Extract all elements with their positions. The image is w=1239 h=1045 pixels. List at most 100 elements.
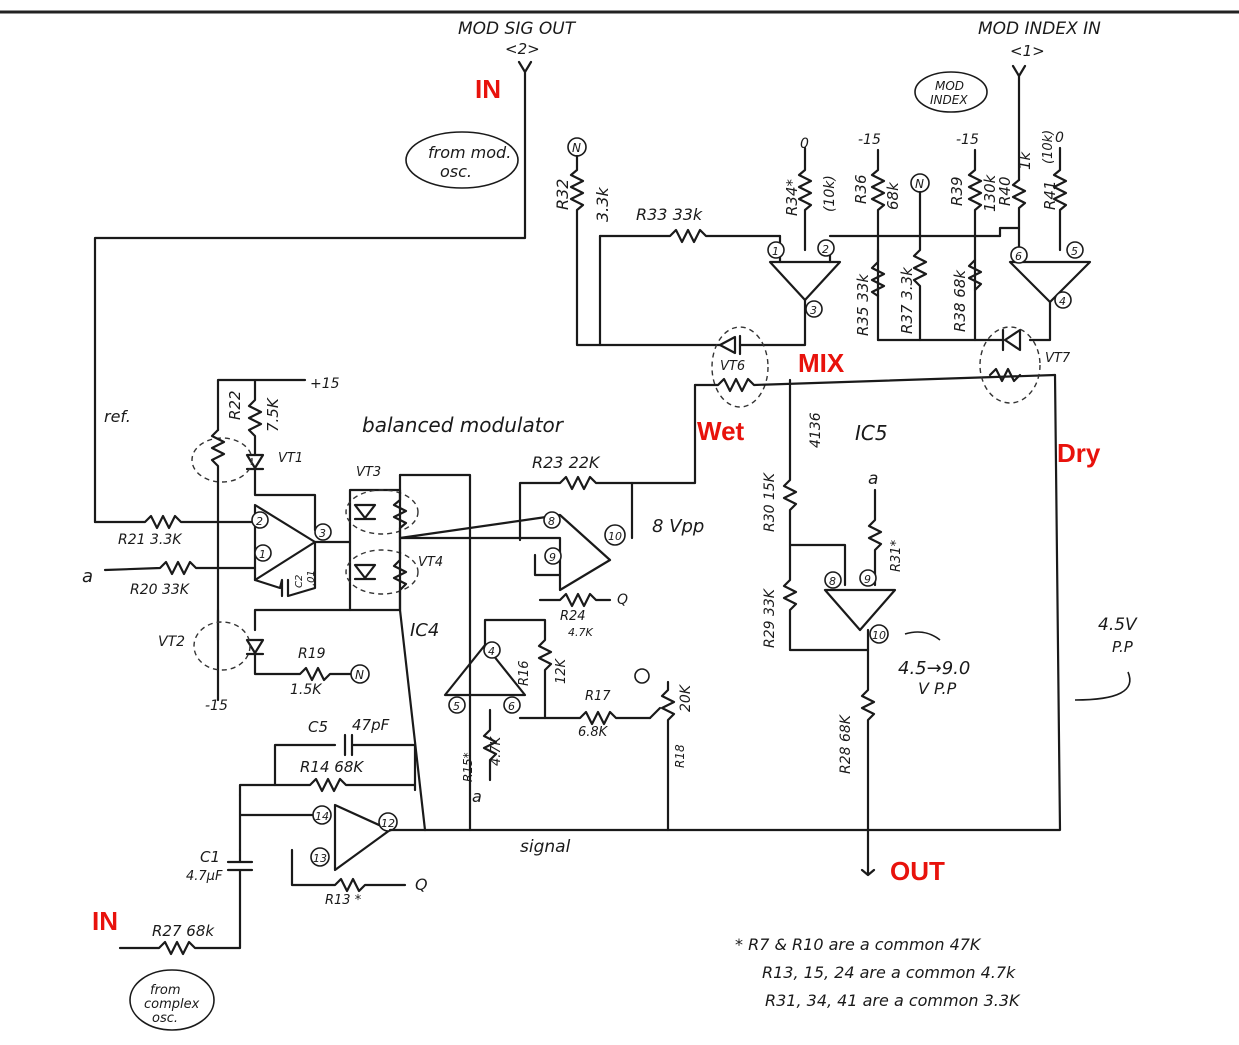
pin-8 bbox=[824, 571, 842, 589]
annotation-wet: Wet bbox=[697, 416, 745, 446]
node-wiper bbox=[634, 668, 650, 684]
resistor-r39 bbox=[967, 148, 983, 342]
note-line-2: R13, 15, 24 are a common 4.7k bbox=[762, 963, 1016, 982]
pin-label: 5 bbox=[1071, 245, 1078, 258]
label-osc: osc. bbox=[152, 1011, 178, 1026]
wire-vt-bridge bbox=[348, 488, 402, 612]
label-vpp-unit: V P.P bbox=[918, 679, 957, 698]
label-mod-sig-out: MOD SIG OUT bbox=[458, 19, 577, 39]
resistor-r32 bbox=[569, 154, 602, 347]
label-r15-val: 4.7K bbox=[489, 735, 504, 766]
label-vt3: VT3 bbox=[356, 465, 381, 480]
vt6-outline bbox=[711, 326, 769, 408]
resistor-r13 bbox=[290, 848, 407, 893]
label-zero: 0 bbox=[800, 136, 809, 152]
label-ic5: IC5 bbox=[855, 421, 888, 445]
wire-opamp-out bbox=[238, 793, 427, 852]
label-c2: C2 bbox=[294, 575, 305, 588]
capacitor-c1 bbox=[118, 848, 254, 956]
pin-10 bbox=[604, 524, 626, 546]
label-r13: R13 * bbox=[325, 893, 362, 908]
annotation-out: OUT bbox=[890, 856, 945, 886]
label-r21: R21 3.3K bbox=[118, 532, 183, 548]
label-r18: R18 bbox=[673, 744, 687, 768]
label-a: a bbox=[82, 566, 93, 587]
label-r33: R33 33k bbox=[636, 205, 703, 224]
opamp-index-1 bbox=[768, 260, 842, 302]
pin-3 bbox=[314, 523, 332, 541]
label-vpp-45: 4.5V bbox=[1098, 615, 1138, 635]
label-r17-val: 6.8K bbox=[578, 725, 609, 740]
label-r32-val: 3.3k bbox=[593, 187, 612, 222]
label-r24: R24 bbox=[560, 609, 586, 624]
label-r16: R16 bbox=[517, 660, 532, 686]
label-r19-val: 1.5K bbox=[290, 682, 323, 698]
resistor-r14 bbox=[238, 777, 417, 797]
pin-label: 1 bbox=[772, 245, 779, 258]
label-r40-val: 1k bbox=[1016, 150, 1034, 170]
pin-label: 1 bbox=[259, 548, 266, 561]
pin-label: 6 bbox=[508, 700, 515, 713]
pin-label: 2 bbox=[822, 243, 829, 256]
label-mod-sig-out-pin: <2> bbox=[505, 40, 540, 58]
resistor-r20 bbox=[103, 560, 257, 576]
resistor-r40 bbox=[1011, 178, 1027, 264]
label-osc: osc. bbox=[440, 162, 472, 181]
pin-label: 10 bbox=[608, 530, 622, 543]
label-r22-val: 7.5K bbox=[264, 397, 282, 432]
pin-8 bbox=[543, 511, 561, 529]
label-from-mod: from mod. bbox=[428, 143, 511, 162]
label-vpp-8: 8 Vpp bbox=[652, 516, 704, 537]
resistor-vt7 bbox=[988, 367, 1022, 383]
resistor-r31 bbox=[867, 488, 883, 587]
opamp-ic4 bbox=[443, 643, 527, 697]
opamp-r23 bbox=[398, 513, 612, 592]
label-r29: R29 33K bbox=[762, 587, 778, 648]
arrow-note bbox=[1074, 671, 1131, 701]
label-r22: R22 bbox=[226, 390, 244, 420]
label-r19: R19 bbox=[298, 646, 326, 662]
label-c5-val: 47pF bbox=[352, 716, 390, 734]
label-mod-index-in-pin: <1> bbox=[1010, 42, 1045, 60]
label-q: Q bbox=[617, 592, 628, 608]
resistor-r41 bbox=[1052, 146, 1068, 252]
label-vpp-45-unit: P.P bbox=[1112, 638, 1134, 656]
pin-label: 6 bbox=[1015, 250, 1022, 263]
label-ic5-sub: 4136 bbox=[808, 412, 824, 448]
wire-wet-path bbox=[630, 383, 697, 485]
pin-label: 3 bbox=[810, 304, 817, 317]
resistor-r37 bbox=[912, 190, 928, 342]
wire-c2 bbox=[253, 540, 352, 598]
pin-2 bbox=[251, 511, 269, 529]
diode-vt6 bbox=[718, 334, 742, 356]
pin-13 bbox=[310, 847, 330, 867]
label-plus15: +15 bbox=[310, 376, 340, 392]
label-index-note: INDEX bbox=[930, 93, 968, 107]
pin-12 bbox=[378, 812, 398, 832]
pin-label: 2 bbox=[256, 515, 263, 528]
vt3-outline bbox=[345, 489, 419, 535]
note-bubble bbox=[129, 969, 215, 1031]
wire-mod-sig-ref bbox=[93, 60, 533, 524]
pin-label: 4 bbox=[1059, 295, 1066, 308]
resistors-r30-r29 bbox=[782, 378, 870, 652]
pin-9 bbox=[859, 569, 877, 587]
pin-label: 9 bbox=[864, 573, 871, 586]
label-r24-val: 4.7K bbox=[568, 626, 593, 639]
vt2-outline bbox=[193, 621, 251, 671]
resistor-r19 bbox=[253, 652, 352, 682]
resistor-r38 bbox=[967, 258, 983, 292]
resistor-r16 bbox=[483, 618, 553, 720]
pin-2 bbox=[817, 239, 835, 257]
label-vt6: VT6 bbox=[720, 359, 745, 374]
note-bubble bbox=[405, 131, 519, 189]
pin-label: 14 bbox=[315, 810, 329, 823]
resistor-r21 bbox=[93, 514, 257, 530]
label-n: N bbox=[355, 668, 364, 682]
pin-9 bbox=[544, 547, 562, 565]
label-r37: R37 3.3k bbox=[898, 266, 916, 334]
opamp-ic5 bbox=[823, 588, 897, 632]
pin-label: 10 bbox=[872, 629, 886, 642]
vt1-outline bbox=[191, 437, 253, 483]
